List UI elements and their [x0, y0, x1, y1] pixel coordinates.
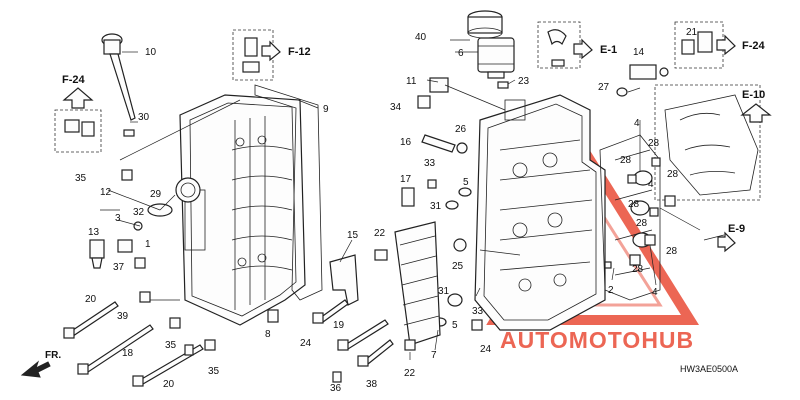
callout-numbers: 10 30 9 35 12 29 3 32 13 1 37 20 39 18 3… — [75, 27, 698, 394]
callout: 13 — [88, 227, 100, 238]
reference-box-e10 — [654, 84, 761, 201]
callout: 21 — [686, 27, 698, 38]
right-plugs — [604, 157, 676, 269]
watermark-text: AUTOMOTOHUB — [500, 327, 694, 353]
callout: 34 — [390, 102, 402, 113]
ref-f24-left: F-24 — [62, 74, 86, 86]
front-arrow-icon — [20, 360, 51, 378]
oil-cooler — [394, 221, 441, 346]
callout: 40 — [415, 32, 427, 43]
callout: 28 — [666, 246, 678, 257]
callout: 11 — [406, 76, 417, 87]
callout: 35 — [208, 366, 220, 377]
callout: 30 — [138, 112, 150, 123]
reference-box-left — [54, 109, 102, 153]
callout: 5 — [463, 177, 469, 188]
arrow-right-icon-e9 — [717, 231, 736, 253]
callout: 37 — [113, 262, 125, 273]
callout: 24 — [480, 344, 492, 355]
callout: 28 — [632, 264, 644, 275]
callout: 20 — [163, 379, 175, 390]
callout: 33 — [424, 158, 436, 169]
center-bolts — [312, 249, 483, 383]
callout: 36 — [330, 383, 342, 394]
callout: 15 — [347, 230, 359, 241]
callout: 18 — [122, 348, 134, 359]
callout: 31 — [430, 201, 442, 212]
bracket — [329, 254, 359, 306]
callout: 31 — [438, 286, 450, 297]
callout: 8 — [265, 329, 271, 340]
arrow-right-icon-f24 — [716, 34, 736, 56]
callout: 19 — [333, 320, 345, 331]
callout: 2 — [608, 285, 614, 296]
callout: 5 — [452, 320, 458, 331]
top-right-fittings — [616, 21, 724, 97]
callout: 28 — [667, 169, 679, 180]
ref-e10: E-10 — [742, 89, 765, 101]
ref-e1: E-1 — [600, 44, 617, 56]
callout: 35 — [75, 173, 87, 184]
fitting-23 — [497, 81, 509, 89]
arrow-up-icon-e10 — [740, 103, 772, 123]
callout: 12 — [100, 187, 112, 198]
center-cylinder-head — [474, 94, 606, 331]
dipstick — [101, 33, 136, 121]
callout: 4 — [648, 179, 654, 190]
leader-lines — [100, 39, 725, 360]
callout: 7 — [431, 350, 437, 361]
diagram-code: HW3AE0500A — [680, 364, 738, 374]
ref-front: FR. — [45, 350, 61, 361]
callout: 38 — [366, 379, 378, 390]
callout: 22 — [404, 368, 416, 379]
callout: 29 — [150, 189, 162, 200]
left-bolts — [63, 169, 279, 387]
ref-f24-right: F-24 — [742, 40, 766, 52]
arrow-right-icon — [261, 40, 281, 62]
callout: 1 — [145, 239, 151, 250]
callout: 27 — [598, 82, 610, 93]
callout: 16 — [400, 137, 412, 148]
callout: 25 — [452, 261, 464, 272]
arrow-right-icon-e1 — [573, 38, 593, 60]
callout: 24 — [300, 338, 312, 349]
callout: 28 — [628, 199, 640, 210]
callout: 35 — [165, 340, 177, 351]
callout: 6 — [458, 48, 464, 59]
callout: 20 — [85, 294, 97, 305]
callout: 32 — [133, 207, 145, 218]
callout: 22 — [374, 228, 386, 239]
callout: 26 — [455, 124, 467, 135]
callout: 28 — [636, 218, 648, 229]
callout: 23 — [518, 76, 530, 87]
callout: 17 — [400, 174, 412, 185]
callout: 28 — [648, 138, 660, 149]
callout: 3 — [115, 213, 121, 224]
left-head-cover — [179, 84, 323, 326]
callout: 10 — [145, 47, 157, 58]
callout: 33 — [472, 306, 484, 317]
callout: 14 — [633, 47, 645, 58]
callout: 9 — [323, 104, 329, 115]
reference-arrows — [20, 34, 772, 378]
callout: 39 — [117, 311, 129, 322]
callout: 4 — [634, 118, 640, 129]
arrow-up-icon — [62, 87, 94, 109]
ref-e9: E-9 — [728, 223, 745, 235]
ref-f12: F-12 — [288, 46, 311, 58]
oil-filter — [467, 10, 515, 79]
callout: 4 — [652, 287, 658, 298]
callout: 28 — [620, 155, 632, 166]
